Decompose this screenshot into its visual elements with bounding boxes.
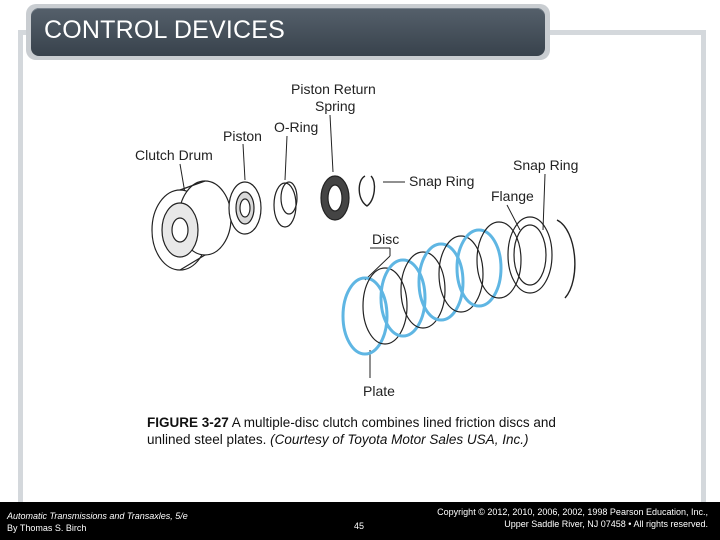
caption-credit: (Courtesy of Toyota Motor Sales USA, Inc… — [270, 432, 529, 447]
label-snap-ring-mid: Snap Ring — [409, 173, 474, 189]
snap-ring-mid — [358, 175, 376, 207]
piston-return-spring — [320, 175, 350, 221]
slide-frame-left — [18, 30, 23, 502]
label-clutch-drum: Clutch Drum — [135, 147, 213, 163]
leader-lines — [179, 114, 546, 378]
caption-text: A multiple-disc clutch combines lined fr… — [147, 415, 556, 447]
footer-book: Automatic Transmissions and Transaxles, … — [7, 510, 188, 534]
footer-book-author: By Thomas S. Birch — [7, 523, 87, 533]
label-plate: Plate — [363, 383, 395, 399]
title-bar-inner — [31, 8, 545, 56]
label-piston: Piston — [223, 128, 262, 144]
figure-number: FIGURE 3-27 — [147, 415, 229, 430]
label-flange: Flange — [491, 188, 534, 204]
page-number: 45 — [354, 521, 365, 531]
clutch-diagram: Piston Return Spring O-Ring Piston Clutc… — [135, 81, 578, 399]
footer-copyright: Copyright © 2012, 2010, 2006, 2002, 1998… — [437, 506, 708, 530]
copyright-line-1: Copyright © 2012, 2010, 2006, 2002, 1998… — [437, 507, 708, 517]
piston — [228, 181, 262, 235]
label-piston-return-2: Spring — [315, 98, 355, 114]
flange — [507, 216, 553, 294]
snap-ring-right — [556, 219, 576, 299]
copyright-line-2: Upper Saddle River, NJ 07458 • All right… — [504, 519, 708, 529]
label-o-ring: O-Ring — [274, 119, 318, 135]
clutch-drum — [151, 180, 232, 271]
clutch-pack — [341, 221, 522, 356]
label-snap-ring-right: Snap Ring — [513, 157, 578, 173]
o-ring — [273, 181, 298, 228]
slide-title: CONTROL DEVICES — [44, 16, 286, 44]
footer-bar: Automatic Transmissions and Transaxles, … — [0, 502, 720, 540]
figure-caption: FIGURE 3-27 A multiple-disc clutch combi… — [147, 414, 587, 448]
footer-book-title: Automatic Transmissions and Transaxles, … — [7, 511, 188, 521]
label-disc: Disc — [372, 231, 399, 247]
slide-frame-right — [701, 30, 706, 502]
label-piston-return-1: Piston Return — [291, 81, 376, 97]
